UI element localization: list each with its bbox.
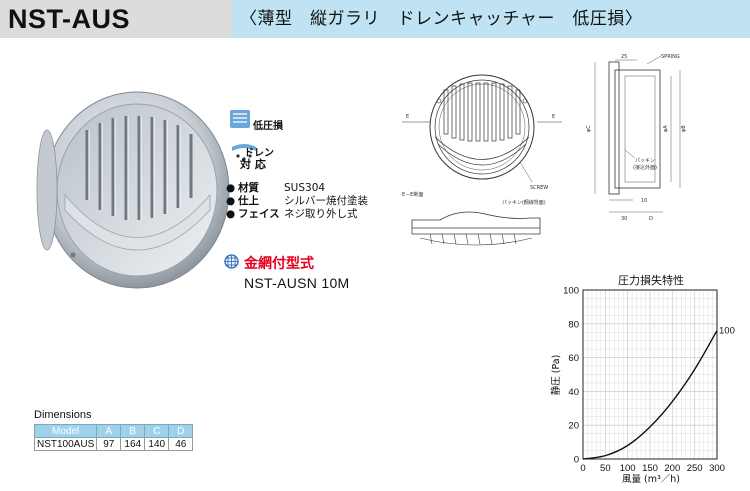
- product-title: NST-AUS: [0, 0, 232, 38]
- x-tick-label: 100: [620, 463, 636, 474]
- chart-xlabel: 風量 (m³／h): [622, 474, 680, 485]
- label-dim-30: 30: [621, 216, 627, 222]
- x-tick-label: 50: [600, 463, 611, 474]
- option-title: 金網付型式: [244, 256, 314, 272]
- spec-value: ネジ取り外し式: [284, 208, 358, 220]
- table-cell: 46: [168, 437, 194, 451]
- table-header: D: [168, 424, 194, 438]
- x-tick-label: 300: [709, 463, 725, 474]
- label-e-right: E: [552, 114, 555, 120]
- chart-title: 圧力損失特性: [618, 273, 684, 287]
- table-header: A: [96, 424, 122, 438]
- product-photo: [36, 91, 230, 289]
- spec-value: SUS304: [284, 182, 326, 194]
- label-phi-b: φB: [681, 125, 687, 132]
- x-tick-label: 150: [642, 463, 658, 474]
- table-header-row: Model A B C D: [33, 424, 194, 438]
- bullet-icon: ●: [226, 208, 236, 220]
- table-cell: 97: [96, 437, 122, 451]
- x-tick-label: 250: [687, 463, 703, 474]
- y-tick-label: 0: [574, 455, 579, 466]
- bullet-icon: ●: [226, 195, 236, 207]
- label-dim-25: 25: [621, 54, 627, 60]
- table-row: NST100AUS 97 164 140 46: [33, 437, 194, 451]
- label-dim-d: D: [649, 216, 653, 222]
- feature-low-pressure: 低圧損: [253, 121, 283, 132]
- table-cell: 140: [144, 437, 170, 451]
- label-packing: パッキン: [635, 158, 655, 164]
- table-cell: NST100AUS: [33, 437, 98, 451]
- dimensions-table: Model A B C D NST100AUS 97 164 140 46: [33, 424, 194, 451]
- x-tick-label: 200: [664, 463, 680, 474]
- mesh-icon: [224, 254, 239, 269]
- label-screw: SCREW: [530, 185, 548, 191]
- feature-drain-line2: 対 応: [240, 158, 266, 171]
- dimensions-title: Dimensions: [34, 409, 92, 421]
- spec-label: 材質: [238, 182, 259, 194]
- spec-value: シルバー焼付塗装: [284, 195, 368, 207]
- spec-label: フェイス: [238, 208, 280, 220]
- series-label: 100: [719, 326, 735, 337]
- y-tick-label: 60: [568, 353, 579, 364]
- front-view-drawing: E E SCREW: [402, 74, 562, 191]
- feature-drain-line1: ドレン: [244, 148, 274, 159]
- y-tick-label: 20: [568, 421, 579, 432]
- label-e-left: E: [406, 114, 409, 120]
- drain-icon: [232, 144, 256, 161]
- label-spring: SPRING: [661, 54, 680, 60]
- table-header: C: [144, 424, 170, 438]
- x-tick-label: 0: [580, 463, 585, 474]
- label-dim-10: 10: [641, 198, 647, 204]
- spec-list: ● 材質 SUS304 ● 仕上 シルバー焼付塗装 ● フェイス ネジ取り外し式: [226, 182, 368, 221]
- label-packing-note: (接込外面): [633, 164, 657, 171]
- y-tick-label: 40: [568, 387, 579, 398]
- spec-row-face: ● フェイス ネジ取り外し式: [226, 208, 368, 221]
- label-packing-section: パッキン(鋼線背面): [502, 199, 546, 206]
- spec-row-finish: ● 仕上 シルバー焼付塗装: [226, 195, 368, 208]
- y-tick-label: 80: [568, 319, 579, 330]
- table-header: B: [120, 424, 146, 438]
- spec-row-material: ● 材質 SUS304: [226, 182, 368, 195]
- bullet-icon: ●: [226, 182, 236, 194]
- option-model: NST-AUSN 10M: [244, 275, 350, 291]
- table-header: Model: [33, 424, 98, 438]
- product-subtitle: 〈薄型 縦ガラリ ドレンキャッチャー 低圧損〉: [232, 0, 750, 38]
- chart-ylabel: 静圧 (Pa): [550, 355, 562, 396]
- series-line: [582, 330, 718, 460]
- label-phi-c: φC: [586, 125, 592, 132]
- label-section: E－E断面: [402, 191, 423, 198]
- low-pressure-icon: [230, 110, 250, 128]
- side-view-drawing: φC φA φB 25 SPRING パッキン (接込外面) 10 30 D: [586, 54, 687, 222]
- table-cell: 164: [120, 437, 146, 451]
- plot-frame: [582, 289, 718, 460]
- section-drawing: E－E断面 パッキン(鋼線背面): [402, 191, 546, 246]
- label-phi-a: φA: [663, 125, 669, 132]
- spec-label: 仕上: [238, 195, 259, 207]
- y-tick-label: 100: [563, 286, 579, 297]
- pressure-loss-chart: 圧力損失特性 0 50 100 150 200 250 300 0 20 40 60 80 100 10…: [550, 273, 735, 485]
